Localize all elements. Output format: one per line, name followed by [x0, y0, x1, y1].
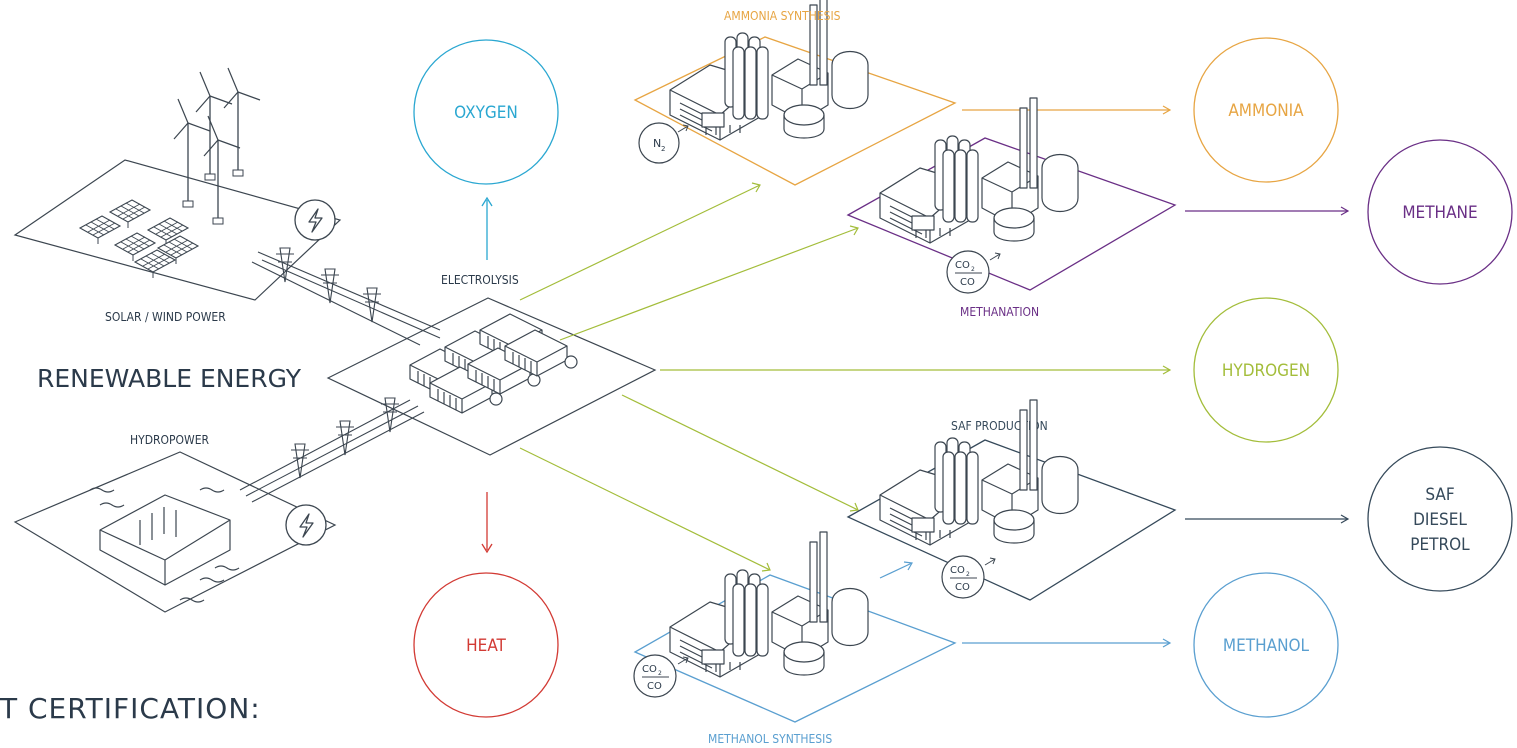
svg-text:2: 2 [658, 670, 662, 677]
ammonia-arrow [962, 105, 1172, 115]
methanol-label: METHANOL [1223, 636, 1310, 656]
svg-text:2: 2 [966, 571, 970, 578]
hydro-bolt-icon [285, 504, 327, 546]
methanation-label: METHANATION [960, 305, 1039, 319]
ammonia-synthesis-plant [633, 0, 957, 186]
ammonia-synthesis-label: AMMONIA SYNTHESIS [724, 9, 841, 23]
ammonia-circle [1193, 37, 1339, 183]
methanol-to-saf-arrow [879, 561, 913, 579]
oxygen-circle [413, 39, 559, 185]
methanol-synthesis-plant [633, 531, 957, 723]
heat-label: HEAT [466, 636, 506, 656]
certification-heading: T CERTIFICATION: [0, 692, 261, 725]
power-bolt-icon [294, 199, 336, 241]
methanol-arrow [962, 638, 1172, 648]
svg-text:2: 2 [971, 266, 975, 273]
co2-co-input-saf-icon: CO 2 CO [941, 555, 996, 599]
svg-text:2: 2 [661, 145, 665, 153]
heat-circle [413, 572, 559, 718]
solar-wind-label: SOLAR / WIND POWER [105, 310, 226, 324]
svg-text:CO: CO [642, 664, 657, 675]
methane-arrow [1185, 206, 1350, 216]
svg-text:CO: CO [950, 565, 965, 576]
svg-text:CO: CO [960, 277, 975, 288]
diesel-label: DIESEL [1413, 510, 1467, 530]
hydrogen-label: HYDROGEN [1222, 361, 1310, 381]
saf-label: SAF [1425, 485, 1454, 505]
solar-wind-field [13, 67, 342, 301]
petrol-label: PETROL [1410, 535, 1470, 555]
methanation-plant [846, 97, 1177, 291]
hydropower-label: HYDROPOWER [130, 433, 210, 447]
n2-input-icon: N 2 [638, 122, 689, 164]
power-lines [239, 247, 441, 503]
renewable-energy-title: RENEWABLE ENERGY [37, 364, 302, 393]
hydropower-plant [13, 451, 337, 613]
fuel-circle [1367, 446, 1513, 592]
methanol-circle [1193, 572, 1339, 718]
hydrogen-circle [1193, 297, 1339, 443]
svg-text:CO: CO [955, 582, 970, 593]
methanol-synthesis-label: METHANOL SYNTHESIS [708, 732, 832, 746]
fuel-arrow [1185, 514, 1350, 524]
co2-co-input-methanol-icon: CO 2 CO [633, 654, 689, 698]
methane-circle [1367, 139, 1513, 285]
methane-label: METHANE [1402, 203, 1477, 223]
oxygen-label: OXYGEN [454, 103, 518, 123]
hydrogen-flow-arrows [519, 182, 1172, 572]
svg-text:CO: CO [647, 681, 662, 692]
electrolysis-unit [326, 297, 657, 456]
co2-co-input-methanation-icon: CO 2 CO [946, 250, 1001, 294]
ammonia-label: AMMONIA [1228, 101, 1304, 121]
svg-text:N: N [653, 137, 661, 150]
electrolysis-label: ELECTROLYSIS [441, 273, 519, 287]
svg-text:CO: CO [955, 260, 970, 271]
